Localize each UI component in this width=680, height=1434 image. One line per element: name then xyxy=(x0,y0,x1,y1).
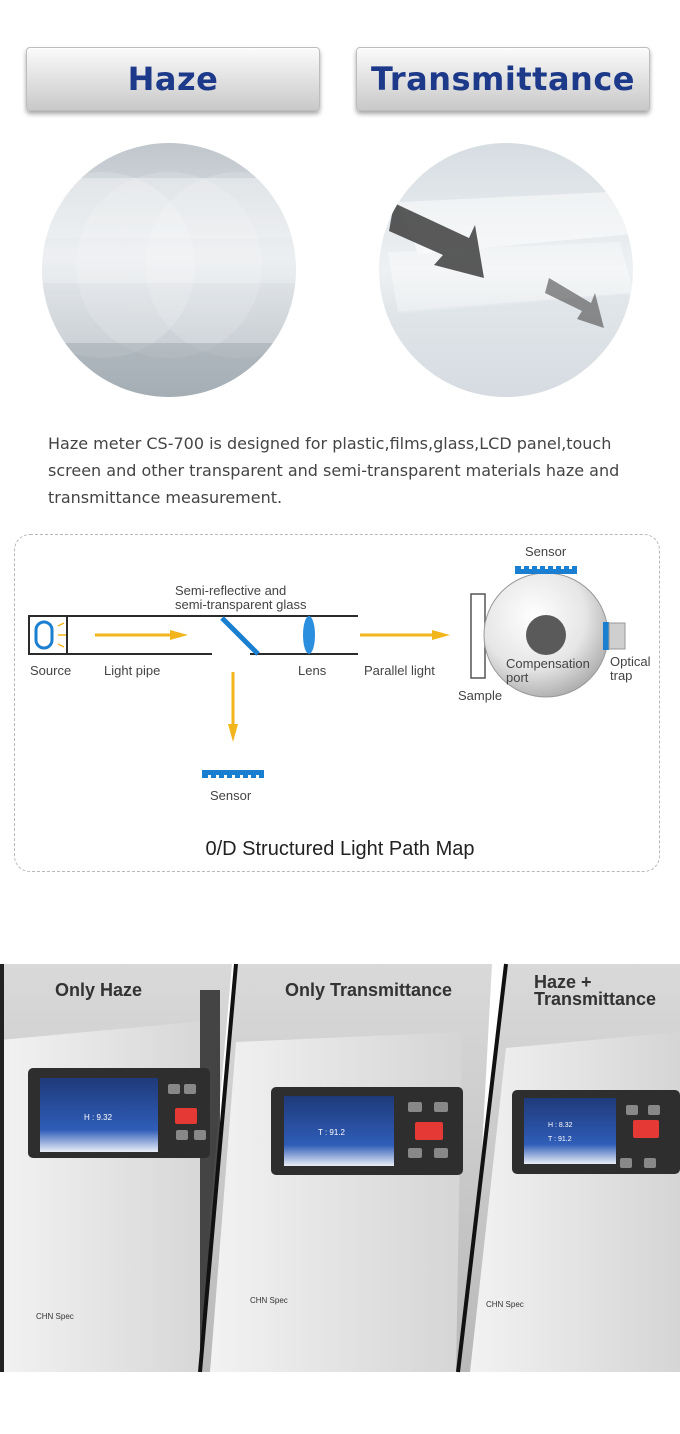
parallel-light-label: Parallel light xyxy=(364,663,435,678)
optical-trap-ring xyxy=(603,622,609,650)
sensor-bottom-label: Sensor xyxy=(210,788,252,803)
sample-label: Sample xyxy=(458,688,503,703)
logo-2: CHN Spec xyxy=(250,1296,288,1305)
logo-3: CHN Spec xyxy=(486,1300,524,1309)
screen-readout-3a: H : 8.32 xyxy=(548,1122,573,1129)
glass-label-line2: semi-transparent glass xyxy=(175,597,307,612)
product-description: Haze meter CS-700 is designed for plasti… xyxy=(48,434,620,507)
photo-panel-transmittance xyxy=(198,963,492,1373)
haze-label-button: Haze xyxy=(26,47,320,111)
test-button-2 xyxy=(415,1122,443,1140)
panel-title-both-line1: Haze + xyxy=(534,972,592,992)
sensor-top-icon xyxy=(515,566,577,574)
transmittance-label-button: Transmittance xyxy=(356,47,650,111)
source-lamp-icon xyxy=(34,620,54,650)
optical-trap-icon xyxy=(608,622,626,650)
logo-1: CHN Spec xyxy=(36,1312,74,1321)
glass-label-line1: Semi-reflective and xyxy=(175,583,287,598)
light-pipe-label: Light pipe xyxy=(104,663,161,678)
test-button-3 xyxy=(633,1120,659,1138)
transmittance-illustration xyxy=(379,143,633,397)
optical-trap-label-line1: Optical xyxy=(610,654,651,669)
light-path-diagram xyxy=(14,534,660,872)
panel-title-both-line2: Transmittance xyxy=(534,989,657,1009)
sensor-bottom-icon xyxy=(202,770,264,778)
lens-icon xyxy=(303,616,315,654)
lens-label: Lens xyxy=(298,663,327,678)
compensation-label-line2: port xyxy=(506,670,529,685)
compensation-port-icon xyxy=(526,615,566,655)
source-label: Source xyxy=(30,663,72,678)
compensation-label-line1: Compensation xyxy=(506,656,590,671)
photo-panel-haze xyxy=(0,964,232,1372)
haze-illustration xyxy=(42,143,296,397)
screen-readout-2: T : 91.2 xyxy=(318,1128,345,1137)
sensor-top-label: Sensor xyxy=(525,544,567,559)
screen-readout-1: H : 9.32 xyxy=(84,1113,113,1122)
photo-panel-both xyxy=(456,963,680,1373)
light-path-drawing xyxy=(28,566,626,778)
test-button-1 xyxy=(175,1108,197,1124)
diagram-caption: 0/D Structured Light Path Map xyxy=(205,838,475,860)
glass-plate xyxy=(220,616,260,656)
sample-plate xyxy=(470,593,486,679)
screen-readout-3b: T : 91.2 xyxy=(548,1136,572,1143)
panel-title-haze: Only Haze xyxy=(55,980,143,1000)
panel-title-transmittance: Only Transmittance xyxy=(285,980,453,1000)
source-rays-icon xyxy=(57,622,66,648)
optical-trap-label-line2: trap xyxy=(610,668,633,683)
device-photos xyxy=(0,963,680,1373)
